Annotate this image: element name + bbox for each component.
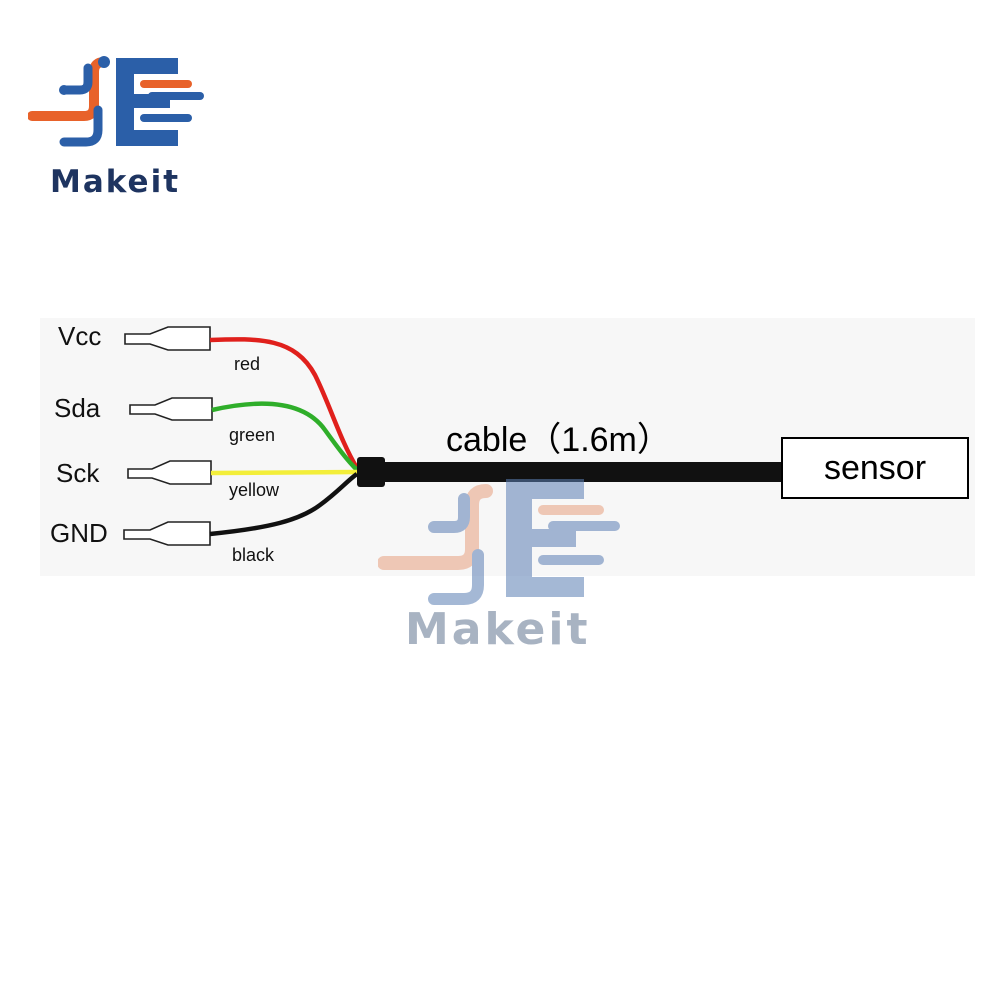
sensor-box: sensor (781, 437, 969, 499)
makeit-logo (28, 56, 204, 147)
cable-sleeve (357, 457, 385, 487)
cable-label: cable（1.6m） (446, 421, 671, 459)
wire-green (211, 401, 359, 472)
wire-label-black: black (232, 545, 275, 565)
wire-red (209, 337, 359, 470)
wire-label-green: green (229, 425, 276, 445)
logo-text: Makeit (50, 164, 181, 200)
connector-vcc (124, 326, 211, 351)
connector-sda (129, 397, 213, 421)
connector-gnd (123, 521, 211, 546)
pin-label-sda: Sda (54, 393, 101, 423)
logo-circuit-mark (28, 56, 110, 147)
connector-sck (127, 460, 212, 485)
pin-label-vcc: Vcc (58, 321, 102, 351)
pin-label-gnd: GND (50, 518, 108, 548)
logo-e-mark (116, 58, 204, 146)
wire-black (209, 472, 359, 537)
watermark-circuit-mark (378, 484, 493, 605)
watermark-logo (378, 479, 620, 605)
wire-label-yellow: yellow (229, 480, 280, 500)
wire-label-red: red (234, 354, 261, 374)
sensor-label: sensor (823, 449, 927, 487)
pin-label-sck: Sck (56, 458, 100, 488)
wire-yellow (210, 469, 358, 476)
watermark-text: Makeit (405, 604, 591, 655)
main-cable (383, 462, 783, 482)
watermark-e-mark (506, 479, 620, 597)
